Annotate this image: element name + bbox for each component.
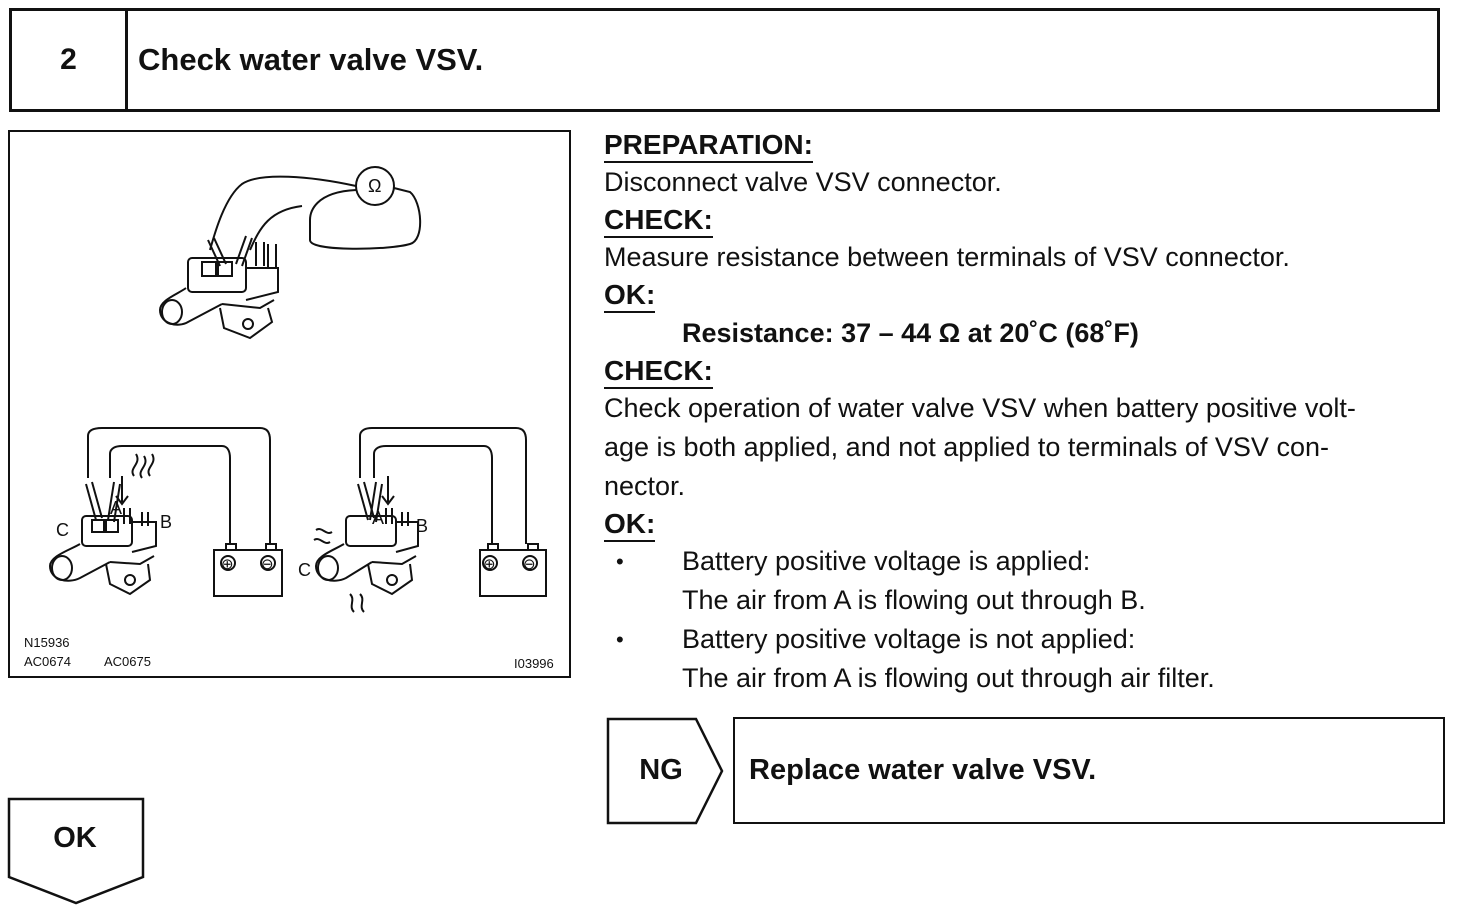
check-heading-1: CHECK: xyxy=(604,204,713,238)
battery-plus-left: ⊕ xyxy=(221,556,234,573)
battery-minus-left: ⊖ xyxy=(261,556,274,573)
bullet-dot: • xyxy=(616,627,624,652)
vsv-illustration: Ω A B C A B C ⊕ ⊖ ⊕ ⊖ N15936 AC0674 AC06… xyxy=(8,130,571,678)
step-title: Check water valve VSV. xyxy=(138,42,484,77)
figure-code-2a: AC0674 xyxy=(24,654,71,669)
ok-heading-1: OK: xyxy=(604,279,656,313)
check-text-1: Measure resistance between terminals of … xyxy=(604,242,1290,272)
ok-bullet-1-line1: Battery positive voltage is applied: xyxy=(682,546,1091,576)
preparation-heading: PREPARATION: xyxy=(604,129,813,163)
ng-label: NG xyxy=(639,753,683,786)
check-heading-2: CHECK: xyxy=(604,355,713,389)
ok-bullet-2-line1: Battery positive voltage is not applied: xyxy=(682,624,1136,654)
ok-bullet-2: • Battery positive voltage is not applie… xyxy=(604,620,1449,698)
vsv-diagram: Ω A B C A B C ⊕ ⊖ ⊕ ⊖ xyxy=(48,166,547,613)
figure-code-2b: AC0675 xyxy=(104,654,151,669)
terminal-label-a-left: A xyxy=(110,498,122,518)
terminal-label-c-right: C xyxy=(298,560,311,580)
ohm-symbol: Ω xyxy=(368,176,381,196)
battery-plus-right: ⊕ xyxy=(483,556,496,573)
terminal-label-a-right: A xyxy=(372,508,384,528)
step-number: 2 xyxy=(12,11,128,109)
ok-bullet-2-line2: The air from A is flowing out through ai… xyxy=(682,663,1215,693)
terminal-label-b-right: B xyxy=(416,516,428,536)
ng-action-text: Replace water valve VSV. xyxy=(749,754,1097,786)
figure-code-1: N15936 xyxy=(24,635,70,650)
ng-arrow-shape xyxy=(606,717,724,825)
battery-minus-right: ⊖ xyxy=(523,556,536,573)
bullet-dot: • xyxy=(616,549,624,574)
figure-ref-code: I03996 xyxy=(514,656,554,671)
ok-label: OK xyxy=(53,821,97,854)
check-text-2-line1: Check operation of water valve VSV when … xyxy=(604,393,1356,423)
terminal-label-c-left: C xyxy=(56,520,69,540)
ok-arrow-shape xyxy=(7,797,145,905)
terminal-label-b-left: B xyxy=(160,512,172,532)
check-text-2-line3: nector. xyxy=(604,471,686,501)
check-text-2-line2: age is both applied, and not applied to … xyxy=(604,432,1329,462)
resistance-spec: Resistance: 37 – 44 Ω at 20˚C (68˚F) xyxy=(682,318,1139,348)
ng-action-box: Replace water valve VSV. xyxy=(733,717,1445,824)
ok-bullet-1-line2: The air from A is flowing out through B. xyxy=(682,585,1146,615)
preparation-text: Disconnect valve VSV connector. xyxy=(604,167,1002,197)
instructions: PREPARATION: Disconnect valve VSV connec… xyxy=(604,127,1449,698)
ok-bullet-1: • Battery positive voltage is applied: T… xyxy=(604,542,1449,620)
step-header: 2 Check water valve VSV. xyxy=(9,8,1440,112)
ok-heading-2: OK: xyxy=(604,508,656,542)
